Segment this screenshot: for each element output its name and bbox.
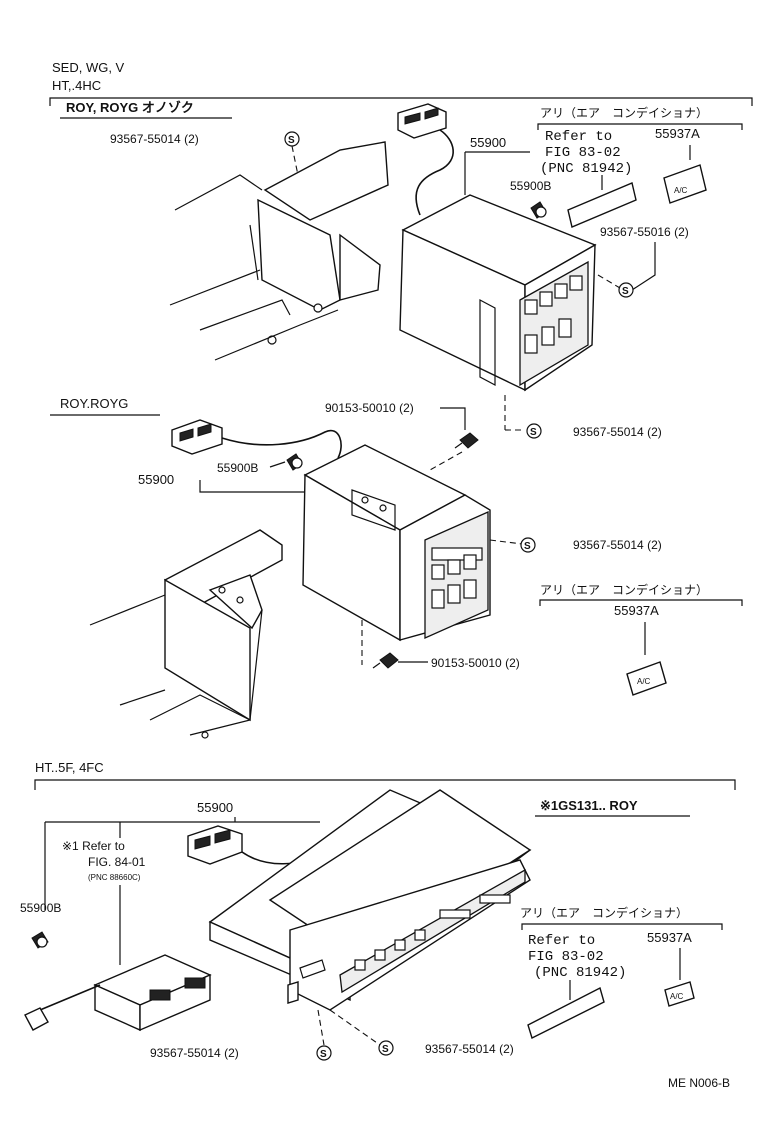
section2-variant: ROY.ROYG <box>60 396 128 411</box>
refer2-line1: Refer to <box>528 933 595 949</box>
mounting-bracket <box>169 141 389 361</box>
screw-s-symbol: S <box>284 131 300 147</box>
screw-s-symbol: S <box>378 1040 394 1056</box>
mounting-bracket-2 <box>89 529 283 739</box>
section-1: SED, WG, V HT,.4HC ROY, ROYG オノゾク 93567-… <box>49 60 753 439</box>
section3-variant: ※1GS131.. ROY <box>540 798 638 813</box>
refer-fig-84: FIG. 84-01 <box>88 855 146 869</box>
refer2-line3: (PNC 81942) <box>534 965 626 981</box>
section3-bracket <box>34 779 736 790</box>
svg-text:S: S <box>622 286 629 297</box>
aircon-note-2: アリ（エア コンデイショナ） <box>540 582 708 597</box>
section1-header-line2: HT,.4HC <box>52 78 101 93</box>
section-2: ROY.ROYG 90153-50010 (2) 55900 55900B <box>50 396 743 739</box>
bulb-icon <box>286 453 303 471</box>
heater-control-unit-3 <box>208 789 532 1011</box>
screw-right-label-2: 93567-55014 (2) <box>573 538 662 552</box>
svg-text:S: S <box>382 1044 389 1055</box>
part-55900b-label-2: 55900B <box>217 461 258 475</box>
refer-line2: FIG 83-02 <box>545 145 621 161</box>
switch-icon: A/C <box>663 164 707 204</box>
bolt-bottom-label: 90153-50010 (2) <box>431 656 520 670</box>
screw-s-symbol: S <box>526 423 542 439</box>
bulb-icon <box>530 201 547 219</box>
section1-bracket <box>49 97 753 106</box>
bolt-icon <box>372 652 399 669</box>
refer-pnc-88660c: (PNC 88660C) <box>88 873 141 882</box>
switch-icon: A/C <box>664 981 695 1007</box>
section1-variant: ROY, ROYG オノゾク <box>66 100 194 115</box>
refer-line3: (PNC 81942) <box>540 161 632 177</box>
svg-text:S: S <box>320 1049 327 1060</box>
svg-text:S: S <box>530 427 537 438</box>
section3-header: HT..5F, 4FC <box>35 760 104 775</box>
part-55937a-label-2: 55937A <box>614 603 659 618</box>
svg-text:A/C: A/C <box>670 992 684 1001</box>
screw-bottom-label: 93567-55014 (2) <box>573 425 662 439</box>
part-55900-label-3: 55900 <box>197 800 233 815</box>
switch-icon: A/C <box>626 661 667 696</box>
screw-top-label: 93567-55014 (2) <box>110 132 199 146</box>
diagram-code: ME N006-B <box>668 1076 730 1090</box>
part-55937a-label-3: 55937A <box>647 930 692 945</box>
screw-right-label: 93567-55016 (2) <box>600 225 689 239</box>
section-3: HT..5F, 4FC ※1GS131.. ROY 55900 ※1 Refer… <box>20 760 736 1090</box>
connector-icon <box>397 103 454 216</box>
refer-line1: Refer to <box>545 129 612 145</box>
part-55900-label-2: 55900 <box>138 472 174 487</box>
note-mark-refer: ※1 Refer to <box>62 839 125 853</box>
screw-s-symbol: S <box>520 537 536 553</box>
label-strip-3 <box>527 986 605 1039</box>
sensor-harness <box>24 954 212 1032</box>
connector-icon <box>171 419 342 459</box>
aircon-note: アリ（エア コンデイショナ） <box>540 105 708 120</box>
screw-s-symbol: S <box>618 282 634 298</box>
bolt-icon <box>454 432 479 449</box>
aircon-note-3: アリ（エア コンデイショナ） <box>520 905 688 920</box>
bolt-top-label: 90153-50010 (2) <box>325 401 414 415</box>
bulb-icon <box>31 931 49 949</box>
heater-control-unit-2 <box>302 444 491 642</box>
screw-s-symbol: S <box>316 1045 332 1061</box>
svg-text:S: S <box>524 541 531 552</box>
part-55900b-label-3: 55900B <box>20 901 61 915</box>
heater-control-unit <box>399 194 597 392</box>
part-55937a-label: 55937A <box>655 126 700 141</box>
screw-right-label-3: 93567-55014 (2) <box>425 1042 514 1056</box>
refer2-line2: FIG 83-02 <box>528 949 604 965</box>
svg-text:A/C: A/C <box>637 677 651 686</box>
svg-text:S: S <box>288 135 295 146</box>
section1-header-line1: SED, WG, V <box>52 60 125 75</box>
part-55900b-label: 55900B <box>510 179 551 193</box>
screw-left-label-3: 93567-55014 (2) <box>150 1046 239 1060</box>
part-55900-label: 55900 <box>470 135 506 150</box>
label-strip <box>567 182 637 228</box>
svg-text:A/C: A/C <box>674 186 688 195</box>
